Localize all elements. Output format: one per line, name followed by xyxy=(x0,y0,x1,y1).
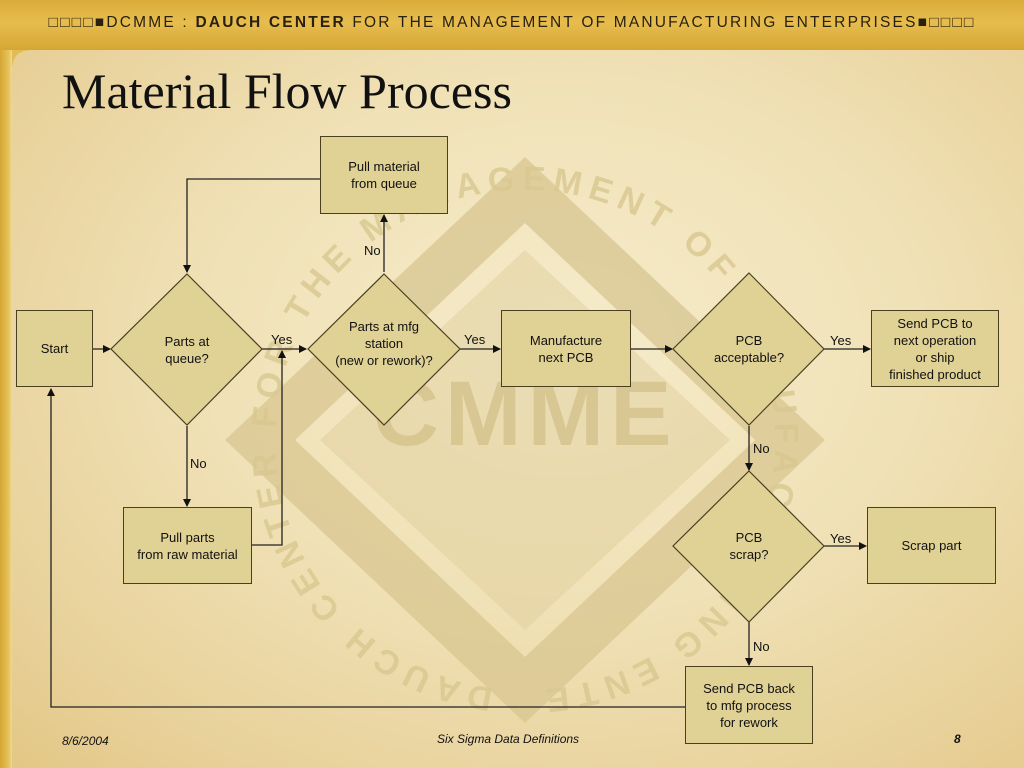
label-yes-station: Yes xyxy=(464,332,486,347)
footer-page-number: 8 xyxy=(954,732,961,746)
edge-pull-parts-up xyxy=(252,350,286,546)
decision-pcb-scrap-text: PCB scrap? xyxy=(729,530,769,562)
label-no-queue: No xyxy=(190,456,207,471)
header-squares-right: ■□□□□ xyxy=(917,14,976,31)
page-title: Material Flow Process xyxy=(62,63,512,119)
node-send-next: Send PCB to next operation or ship finis… xyxy=(871,310,999,387)
footer-title: Six Sigma Data Definitions xyxy=(437,732,580,746)
label-yes-accept: Yes xyxy=(830,333,852,348)
corner-curve xyxy=(12,50,28,66)
node-send-back: Send PCB back to mfg process for rework xyxy=(685,666,813,744)
header-suffix: FOR THE MANAGEMENT OF MANUFACTURING ENTE… xyxy=(345,14,918,31)
header-squares-left: □□□□■ xyxy=(48,14,107,31)
footer-date: 8/6/2004 xyxy=(62,734,109,748)
label-no-station: No xyxy=(364,243,381,258)
node-pull-parts: Pull parts from raw material xyxy=(123,507,252,584)
decision-pcb-acceptable-text: PCB acceptable? xyxy=(713,333,785,365)
decision-pcb-scrap xyxy=(672,470,825,623)
label-yes-queue: Yes xyxy=(271,332,293,347)
header-text: □□□□■DCMME : DAUCH CENTER FOR THE MANAGE… xyxy=(0,14,1024,32)
label-yes-scrap: Yes xyxy=(830,531,852,546)
label-no-scrap: No xyxy=(753,639,770,654)
decision-parts-station-text: Parts at mfg station (new or rework)? xyxy=(335,318,433,368)
header-prefix: DCMME : xyxy=(106,14,196,31)
edge-rework-loop xyxy=(47,388,685,708)
header-bar: □□□□■DCMME : DAUCH CENTER FOR THE MANAGE… xyxy=(0,0,1024,50)
node-start: Start xyxy=(16,310,93,387)
left-bar xyxy=(0,50,12,768)
node-scrap-part: Scrap part xyxy=(867,507,996,584)
node-pull-material: Pull material from queue xyxy=(320,136,448,214)
decision-parts-station xyxy=(307,273,461,426)
decision-parts-queue xyxy=(110,273,263,426)
decision-parts-queue-text: Parts at queue? xyxy=(164,334,210,366)
edge-pull-material-loop xyxy=(183,178,320,273)
label-no-accept: No xyxy=(753,441,770,456)
node-manufacture: Manufacture next PCB xyxy=(501,310,631,387)
decision-pcb-acceptable xyxy=(672,272,825,426)
header-bold: DAUCH CENTER xyxy=(195,14,346,31)
